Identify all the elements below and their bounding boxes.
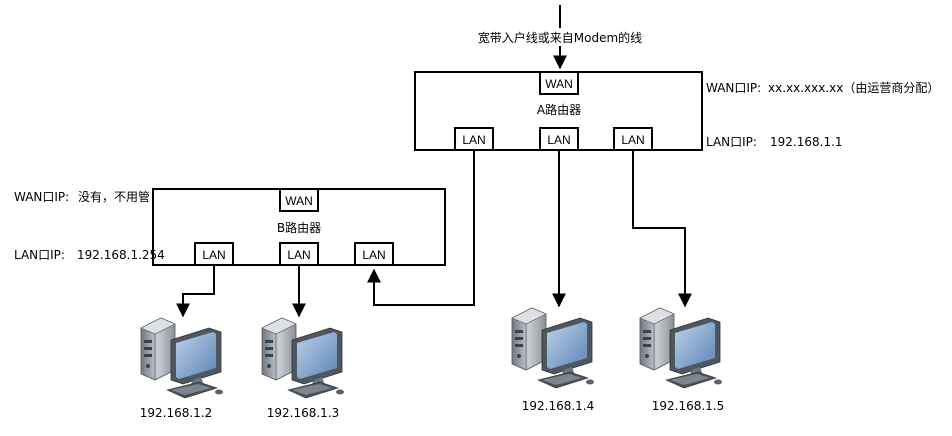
- router-a-wan-port: [539, 71, 579, 95]
- router-a-lan-port-2-label: LAN: [547, 133, 570, 147]
- link-a-lan3-to-pc5: [632, 150, 692, 308]
- link-b-lan1-to-pc2: [176, 265, 215, 318]
- router-b-lan-ip-value: 192.168.1.254: [77, 248, 165, 262]
- router-b-wan-port: [279, 188, 319, 212]
- router-b-lan-port-3: [354, 242, 394, 266]
- router-b-lan-port-3-label: LAN: [362, 248, 385, 262]
- router-b-wan-ip-label: WAN口IP:: [14, 190, 69, 204]
- router-a-lan-ip-label: LAN口IP:: [706, 135, 757, 149]
- computer-ip-3: 192.168.1.4: [522, 399, 595, 413]
- router-b-wan-port-label: WAN: [285, 194, 313, 208]
- computer-ip-1: 192.168.1.2: [140, 406, 213, 420]
- desktop-computer-icon: [261, 317, 345, 399]
- router-b-lan-port-2-label: LAN: [287, 248, 310, 262]
- router-a-name: A路由器: [537, 102, 581, 117]
- incoming-label: 宽带入户线或来自Modem的线: [478, 30, 642, 45]
- router-b-lan-port-1-label: LAN: [202, 248, 225, 262]
- router-b-wan-ip-value: 没有，不用管: [78, 189, 150, 204]
- router-a-lan-ip-value: 192.168.1.1: [770, 135, 843, 149]
- router-a-wan-port-label: WAN: [545, 77, 573, 91]
- router-a-wan-ip-value: xx.xx.xxx.xx（由运营商分配）: [768, 80, 939, 95]
- router-b-name: B路由器: [277, 220, 321, 235]
- desktop-computer-icon: [140, 317, 224, 399]
- router-a-lan-port-3-label: LAN: [621, 133, 644, 147]
- computer-ip-2: 192.168.1.3: [267, 406, 340, 420]
- link-a-lan1-to-b-lan3: [367, 150, 475, 306]
- router-a-lan-port-1-label: LAN: [462, 133, 485, 147]
- computer-ip-4: 192.168.1.5: [652, 399, 725, 413]
- desktop-computer-icon: [639, 307, 723, 389]
- router-a-wan-ip-label: WAN口IP:: [706, 81, 761, 95]
- desktop-computer-icon: [511, 307, 595, 389]
- router-b-lan-ip-label: LAN口IP:: [14, 248, 65, 262]
